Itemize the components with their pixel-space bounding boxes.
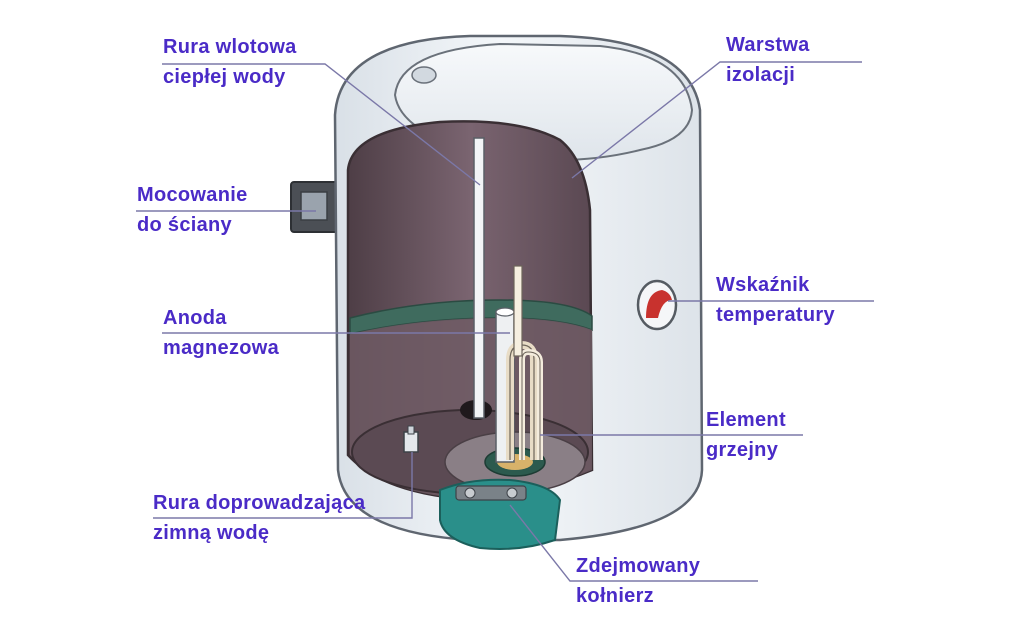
wall-mount-bracket: [290, 181, 340, 233]
label-wall-mount-line1: Mocowanie: [137, 184, 248, 206]
label-hot-water-pipe: Rura wlotowa ciepłej wody: [163, 32, 297, 92]
label-anode-line1: Anoda: [163, 307, 227, 329]
leader-flange: [509, 504, 758, 582]
label-cold-water-pipe: Rura doprowadzająca zimną wodę: [153, 488, 365, 548]
label-wall-mount-line2: do ściany: [137, 214, 232, 236]
removable-flange: [439, 478, 562, 550]
label-insulation-layer: Warstwa izolacji: [726, 30, 810, 90]
cold-water-pipe: [403, 425, 419, 453]
label-flange-line2: kołnierz: [576, 585, 654, 607]
leader-insulation: [571, 61, 862, 179]
label-thermometer-line1: Wskaźnik: [716, 274, 810, 296]
heating-element: [506, 265, 543, 460]
label-heating-element-line1: Element: [706, 409, 786, 431]
label-hot-water-pipe-line2: ciepłej wody: [163, 66, 286, 88]
label-hot-water-pipe-line1: Rura wlotowa: [163, 36, 297, 58]
label-magnesium-anode: Anoda magnezowa: [163, 303, 279, 363]
leader-lines: [136, 61, 874, 582]
label-wall-mount: Mocowanie do ściany: [137, 180, 248, 240]
hot-water-pipe: [473, 137, 485, 419]
label-heating-element: Element grzejny: [706, 405, 786, 465]
label-flange-line1: Zdejmowany: [576, 555, 701, 577]
label-temperature-indicator: Wskaźnik temperatury: [716, 270, 835, 330]
label-insulation-line1: Warstwa: [726, 34, 810, 56]
leader-cold-pipe: [153, 452, 413, 519]
label-anode-line2: magnezowa: [163, 337, 280, 359]
label-removable-flange: Zdejmowany kołnierz: [576, 551, 700, 611]
label-cold-pipe-line1: Rura doprowadzająca: [153, 492, 366, 514]
label-thermometer-line2: temperatury: [716, 304, 835, 326]
label-cold-pipe-line2: zimną wodę: [153, 522, 270, 544]
label-heating-element-line2: grzejny: [706, 439, 779, 461]
leader-hot-pipe: [162, 63, 481, 186]
label-insulation-line2: izolacji: [726, 64, 796, 86]
temperature-gauge: [636, 279, 678, 331]
